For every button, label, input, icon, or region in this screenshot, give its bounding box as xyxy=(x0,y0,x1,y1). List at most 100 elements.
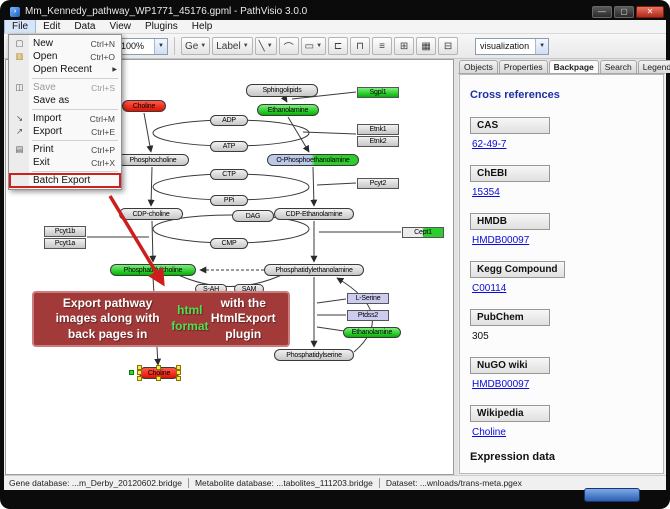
node-ctp[interactable]: CTP xyxy=(210,169,248,180)
node-ppi[interactable]: PPi xyxy=(210,195,248,206)
selection-handle[interactable] xyxy=(156,365,161,370)
file-menu-item-open[interactable]: ▥OpenCtrl+O xyxy=(10,50,120,63)
rotate-handle[interactable] xyxy=(129,370,134,375)
node-cdp-ethanolamine[interactable]: CDP-Ethanolamine xyxy=(274,208,354,220)
line-tool-icon: ╲ xyxy=(259,41,265,52)
arc-tool[interactable]: ⌒ xyxy=(279,37,299,55)
node-cdp-choline[interactable]: CDP-choline xyxy=(119,208,183,220)
zoom-select[interactable]: 100% xyxy=(116,38,168,55)
visualization-select[interactable]: visualization xyxy=(475,38,549,55)
xref-link[interactable]: 62-49-7 xyxy=(472,139,653,150)
xref-header: CAS xyxy=(470,117,550,134)
annotation-text: with the HtmlExport plugin xyxy=(209,296,278,343)
selection-handle[interactable] xyxy=(176,370,181,375)
selection-handle[interactable] xyxy=(156,376,161,381)
node-sgpl1[interactable]: Sgpl1 xyxy=(357,87,399,98)
menu-data[interactable]: Data xyxy=(67,20,102,33)
menu-file[interactable]: File xyxy=(4,20,36,33)
menu-view[interactable]: View xyxy=(102,20,138,33)
selection-handle[interactable] xyxy=(137,370,142,375)
annotation-text: Export pathway images along with back pa… xyxy=(44,296,171,343)
node-ethanolamine[interactable]: Ethanolamine xyxy=(343,327,401,338)
node-phosphatidylcholine[interactable]: Phosphatidylcholine xyxy=(110,264,196,276)
node-ptdss2[interactable]: Ptdss2 xyxy=(347,310,389,321)
open-folder-icon: ▥ xyxy=(10,51,29,62)
node-pcyt1b[interactable]: Pcyt1b xyxy=(44,226,86,237)
align-left-button[interactable]: ⊏ xyxy=(328,37,348,55)
node-adp[interactable]: ADP xyxy=(210,115,248,126)
line-tool[interactable]: ╲▼ xyxy=(255,37,277,55)
backpage-heading: Cross references xyxy=(470,89,653,101)
xref-header: PubChem xyxy=(470,309,550,326)
distribute-button[interactable]: ≡ xyxy=(372,37,392,55)
ungroup-button[interactable]: ⊟ xyxy=(438,37,458,55)
xref-link[interactable]: HMDB00097 xyxy=(472,235,653,246)
node-phosphocholine[interactable]: Phosphocholine xyxy=(117,154,189,166)
print-icon: ▤ xyxy=(10,144,29,155)
stack-button[interactable]: ⊞ xyxy=(394,37,414,55)
xref-link[interactable]: C00114 xyxy=(472,283,653,294)
side-panel: ObjectsPropertiesBackpageSearchLegend Cr… xyxy=(458,59,665,475)
node-atp[interactable]: ATP xyxy=(210,141,248,152)
menu-item-label: New xyxy=(33,38,53,49)
node-choline[interactable]: Choline xyxy=(122,100,166,112)
file-menu-item-open-recent[interactable]: Open Recent xyxy=(10,63,120,76)
close-button[interactable] xyxy=(636,6,664,18)
window-controls xyxy=(592,6,664,18)
tab-search[interactable]: Search xyxy=(600,60,637,73)
label-tool[interactable]: Label▼ xyxy=(212,37,252,55)
node-phosphatidylethanolamine[interactable]: Phosphatidylethanolamine xyxy=(264,264,364,276)
menu-item-label: Save xyxy=(33,82,56,93)
menu-edit[interactable]: Edit xyxy=(36,20,67,33)
node-choline[interactable]: Choline xyxy=(139,367,179,379)
selection-handle[interactable] xyxy=(137,376,142,381)
file-menu-item-save-as[interactable]: Save as xyxy=(10,94,120,107)
file-menu-item-export[interactable]: ↗ExportCtrl+E xyxy=(10,125,120,138)
node-sphingolipids[interactable]: Sphingolipids xyxy=(246,84,318,97)
gene-product-tool[interactable]: Ge▼ xyxy=(181,37,210,55)
new-document-icon: ▢ xyxy=(10,38,29,49)
xref-link[interactable]: 15354 xyxy=(472,187,653,198)
xref-value: 305 xyxy=(472,331,653,342)
node-dag[interactable]: DAG xyxy=(232,210,274,222)
node-cmp[interactable]: CMP xyxy=(210,238,248,249)
maximize-button[interactable] xyxy=(614,6,634,18)
node-etnk1[interactable]: Etnk1 xyxy=(357,124,399,135)
file-menu-item-new[interactable]: ▢NewCtrl+N xyxy=(10,37,120,50)
node-pcyt1a[interactable]: Pcyt1a xyxy=(44,238,86,249)
tab-backpage[interactable]: Backpage xyxy=(549,60,599,73)
annotation-highlight: html format xyxy=(171,303,208,334)
xref-link[interactable]: Choline xyxy=(472,427,653,438)
tab-legend[interactable]: Legend xyxy=(638,60,670,73)
node-phosphatidylserine[interactable]: Phosphatidylserine xyxy=(274,349,354,361)
file-menu-item-import[interactable]: ↘ImportCtrl+M xyxy=(10,112,120,125)
title-bar: Mm_Kennedy_pathway_WP1771_45176.gpml - P… xyxy=(4,3,666,20)
menu-plugins[interactable]: Plugins xyxy=(138,20,185,33)
ungroup-button-icon: ⊟ xyxy=(444,41,452,52)
xref-link[interactable]: HMDB00097 xyxy=(472,379,653,390)
tab-objects[interactable]: Objects xyxy=(459,60,498,73)
tab-properties[interactable]: Properties xyxy=(499,60,548,73)
menu-help[interactable]: Help xyxy=(185,20,220,33)
menu-item-label: Open Recent xyxy=(33,64,92,75)
node-cept1[interactable]: Cept1 xyxy=(402,227,444,238)
shape-tool[interactable]: ▭▼ xyxy=(301,37,326,55)
file-menu-item-exit[interactable]: ExitCtrl+X xyxy=(10,156,120,169)
minimize-button[interactable] xyxy=(592,6,612,18)
chevron-down-icon: ▼ xyxy=(243,43,249,49)
align-top-button[interactable]: ⊓ xyxy=(350,37,370,55)
status-bar: Gene database: ...m_Derby_20120602.bridg… xyxy=(4,475,666,490)
group-button[interactable]: ▦ xyxy=(416,37,436,55)
node-ethanolamine[interactable]: Ethanolamine xyxy=(257,104,319,116)
selection-handle[interactable] xyxy=(176,376,181,381)
align-top-button-icon: ⊓ xyxy=(356,41,364,52)
file-menu-item-print[interactable]: ▤PrintCtrl+P xyxy=(10,143,120,156)
file-menu-item-save[interactable]: ◫SaveCtrl+S xyxy=(10,81,120,94)
node-l-serine[interactable]: L-Serine xyxy=(347,293,389,304)
file-menu-item-batch-export[interactable]: Batch Export xyxy=(10,174,120,187)
xref-section-cas: CAS 62-49-7 xyxy=(470,115,653,150)
node-pcyt2[interactable]: Pcyt2 xyxy=(357,178,399,189)
node-etnk2[interactable]: Etnk2 xyxy=(357,136,399,147)
node-o-phosphoethanolamine[interactable]: O-Phosphoethanolamine xyxy=(267,154,359,166)
taskbar-button[interactable] xyxy=(584,488,640,502)
